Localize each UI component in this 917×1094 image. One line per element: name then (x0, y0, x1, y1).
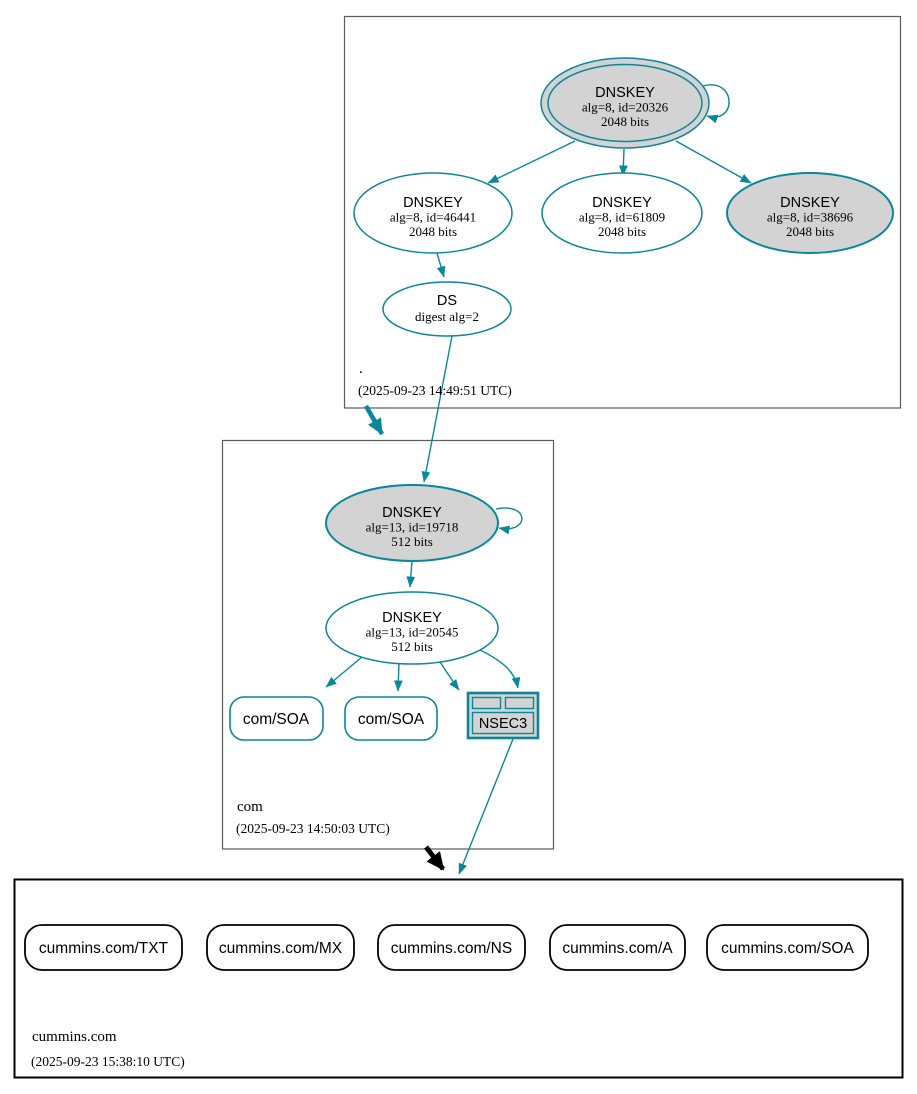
zone-timestamp-root: (2025-09-23 14:49:51 UTC) (358, 383, 512, 398)
node-cummins-ns[interactable]: cummins.com/NS (377, 924, 526, 971)
node-alg: alg=13, id=20545 (366, 625, 459, 640)
node-cummins-a[interactable]: cummins.com/A (549, 924, 686, 971)
zone-box-cummins (13, 878, 904, 1079)
nsec3-cell-1 (471, 696, 502, 710)
node-title: DNSKEY (780, 195, 840, 211)
node-alg: alg=8, id=61809 (579, 210, 665, 225)
node-alg: alg=8, id=46441 (390, 210, 476, 225)
edge-root-ksk-to-zsk46441 (487, 140, 576, 184)
node-bits: 512 bits (391, 639, 433, 654)
rrset-label: cummins.com/A (562, 940, 673, 957)
zone-timestamp-com: (2025-09-23 14:50:03 UTC) (236, 821, 390, 836)
nsec3-body-cell (471, 711, 535, 735)
rrset-label: cummins.com/MX (219, 940, 343, 957)
node-cummins-txt[interactable]: cummins.com/TXT (24, 924, 183, 971)
node-root-ds[interactable]: DS digest alg=2 (382, 281, 512, 337)
zone-label-root: . (359, 361, 363, 377)
node-alg: alg=8, id=38696 (767, 210, 854, 225)
nsec3-label: NSEC3 (479, 716, 527, 732)
edge-root-ksk-to-zsk61809 (618, 148, 628, 177)
edge-com-zsk-to-soa1 (325, 656, 363, 688)
edge-delegation-root-to-com (364, 404, 384, 436)
zone-label-cummins: cummins.com (32, 1029, 117, 1045)
node-title: DNSKEY (382, 610, 442, 626)
zone-timestamp-cummins: (2025-09-23 15:38:10 UTC) (31, 1054, 185, 1069)
zone-box-root (343, 15, 902, 409)
node-bits: 2048 bits (786, 224, 834, 239)
rrset-label: com/SOA (243, 711, 310, 728)
rrset-label: cummins.com/TXT (39, 940, 169, 957)
edge-nsec3-to-cummins (458, 738, 514, 875)
rrset-label: cummins.com/SOA (721, 940, 854, 957)
edge-delegation-com-to-cummins (424, 845, 445, 871)
node-title: DNSKEY (403, 195, 463, 211)
edge-zsk46441-to-ds (436, 252, 446, 278)
node-com-ksk-19718[interactable]: DNSKEY alg=13, id=19718 512 bits (325, 484, 499, 562)
node-bits: 2048 bits (409, 224, 457, 239)
edge-root-ksk-selfloop (702, 84, 730, 124)
nsec3-cell-2 (504, 696, 535, 710)
node-title: DNSKEY (382, 505, 442, 521)
edge-com-ksk-to-zsk (406, 560, 416, 588)
node-alg: alg=13, id=19718 (366, 520, 459, 535)
node-title: DNSKEY (592, 195, 652, 211)
node-bits: 2048 bits (601, 114, 649, 129)
node-cummins-soa[interactable]: cummins.com/SOA (706, 924, 869, 971)
node-com-zsk-20545[interactable]: DNSKEY alg=13, id=20545 512 bits (325, 591, 499, 665)
edge-com-zsk-to-nsec3-b (477, 648, 521, 689)
node-alg: alg=8, id=20326 (582, 100, 669, 115)
node-title: DS (437, 293, 457, 309)
node-bits: 512 bits (391, 534, 433, 549)
zone-label-com: com (237, 799, 263, 815)
node-cummins-mx[interactable]: cummins.com/MX (206, 924, 355, 971)
node-root-dnskey-61809[interactable]: DNSKEY alg=8, id=61809 2048 bits (541, 172, 703, 254)
node-root-dnskey-38696[interactable]: DNSKEY alg=8, id=38696 2048 bits (726, 172, 894, 254)
edge-com-zsk-to-soa2 (393, 661, 403, 692)
edge-com-ksk-selfloop (495, 507, 523, 535)
node-root-ksk-20326[interactable]: DNSKEY alg=8, id=20326 2048 bits (540, 57, 710, 149)
rrset-label: com/SOA (358, 711, 425, 728)
edge-root-ksk-to-ksk38696 (675, 140, 752, 184)
node-bits: 2048 bits (598, 224, 646, 239)
rrset-label: cummins.com/NS (391, 940, 512, 957)
node-com-nsec3[interactable]: NSEC3 (466, 691, 540, 740)
node-com-soa-2[interactable]: com/SOA (344, 696, 438, 741)
node-digest: digest alg=2 (415, 309, 479, 324)
node-com-soa-1[interactable]: com/SOA (229, 696, 324, 741)
edge-ds-to-com-ksk (421, 335, 453, 483)
zone-box-com (221, 439, 555, 850)
node-title: DNSKEY (595, 85, 655, 101)
node-root-dnskey-46441[interactable]: DNSKEY alg=8, id=46441 2048 bits (353, 172, 513, 254)
